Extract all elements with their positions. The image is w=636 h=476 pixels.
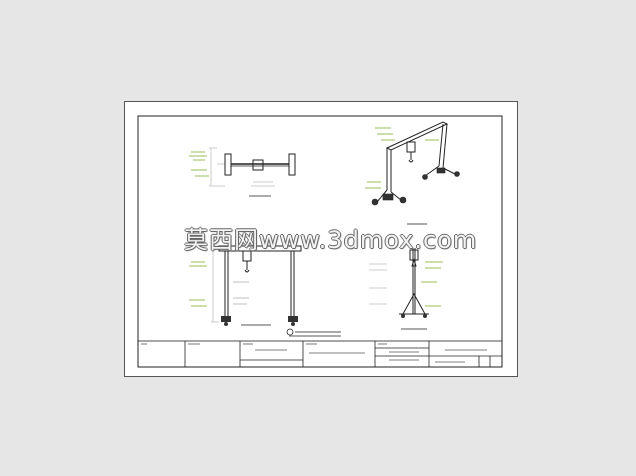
plan-right-leg [288, 153, 296, 176]
drawing-sheet [124, 101, 518, 377]
cad-drawing [137, 115, 503, 368]
title-block [137, 340, 503, 368]
watermark-text: 莫西网www.3dmox.com [184, 226, 478, 254]
isometric-view [365, 121, 460, 225]
plan-left-leg [224, 153, 232, 176]
drawing-main-title [286, 328, 341, 337]
plan-view [189, 147, 296, 197]
front-elevation [189, 245, 302, 326]
side-elevation [369, 248, 443, 330]
